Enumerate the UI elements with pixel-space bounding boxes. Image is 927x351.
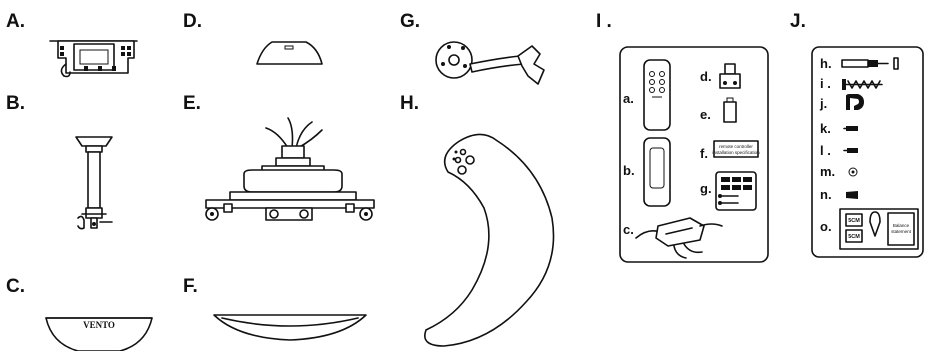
sticker-2-label: 5CM (848, 234, 860, 240)
instruction-card: remote controller installation specifica… (712, 140, 760, 158)
sticker-1-label: 5CM (848, 218, 860, 224)
battery-illustration (723, 97, 737, 123)
washer-illustration (848, 167, 858, 177)
label-d: D. (183, 11, 202, 32)
screw-illustration (842, 79, 883, 90)
fan-blade-illustration (424, 133, 555, 347)
screw-pack-illustration (715, 171, 757, 211)
remote-holder-illustration (643, 137, 671, 207)
balance-card-line-1: Balance (893, 223, 910, 228)
label-h: H. (400, 93, 419, 114)
item-i-label: i . (820, 76, 831, 91)
motor-assembly-illustration (205, 117, 375, 221)
item-g-label: g. (700, 181, 712, 196)
balance-card-line-2: statement (891, 229, 912, 234)
receiver-illustration (635, 217, 723, 259)
card-line-2: installation specification (712, 150, 760, 155)
label-b: B. (6, 93, 25, 114)
safety-hook-illustration (846, 94, 864, 110)
wire-connector-l-illustration (843, 148, 858, 153)
item-m-label: m. (820, 164, 835, 179)
item-j-label: j. (819, 96, 827, 111)
label-f: F. (183, 276, 198, 297)
card-line-1: remote controller (719, 144, 753, 149)
item-o-label: o. (820, 219, 832, 234)
blade-bracket-illustration (435, 41, 545, 85)
label-e: E. (183, 93, 201, 114)
item-b-label: b. (623, 163, 635, 178)
canopy-illustration (256, 41, 323, 65)
item-h-label: h. (820, 56, 832, 71)
cover-brand-text: VENTO (83, 320, 115, 330)
remote-control-illustration (643, 59, 671, 131)
label-g: G. (400, 11, 420, 32)
label-a: A. (6, 11, 25, 32)
mounting-bracket-illustration (49, 40, 138, 78)
downrod-illustration (75, 136, 113, 230)
light-glass-illustration (213, 314, 367, 341)
plug-illustration (846, 191, 858, 199)
wire-connector-k-illustration (843, 126, 858, 131)
item-l-label: l . (820, 143, 831, 158)
item-d-label: d. (700, 69, 712, 84)
accessory-box-i: a. b. c. d. (619, 46, 769, 263)
item-a-label: a. (623, 91, 634, 106)
item-e-label: e. (700, 107, 711, 122)
label-i: I . (596, 11, 612, 32)
item-f-label: f. (700, 146, 708, 161)
hardware-box-j: h. i . j. k. l . (811, 46, 924, 258)
switch-cover-illustration: VENTO (45, 317, 153, 351)
bolt-and-pin-illustration (841, 57, 899, 70)
balance-kit-illustration: 5CM 5CM Balance statement (839, 208, 919, 250)
connector-illustration (719, 63, 741, 89)
item-n-label: n. (820, 187, 832, 202)
item-c-label: c. (623, 222, 634, 237)
item-k-label: k. (820, 121, 831, 136)
label-c: C. (6, 276, 25, 297)
label-j: J. (790, 11, 806, 32)
